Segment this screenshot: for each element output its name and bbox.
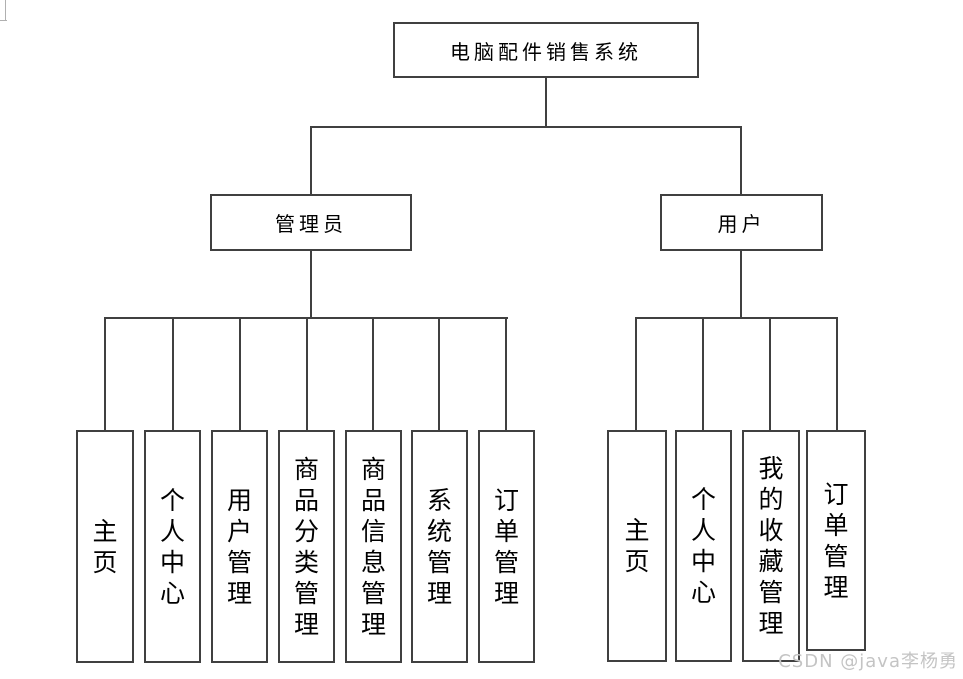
- connector-user-bus: [635, 317, 838, 319]
- leaf-admin-order-management: 订单管理: [478, 430, 535, 663]
- leaf-user-order-management: 订单管理: [806, 430, 866, 651]
- connector-admin-leaf-drop: [438, 317, 440, 430]
- node-root: 电脑配件销售系统: [393, 22, 699, 78]
- connector-admin-leaf-drop: [306, 317, 308, 430]
- leaf-label: 我的收藏管理: [758, 454, 784, 638]
- connector-admin-leaf-drop: [505, 317, 507, 430]
- connector-user-leaf-drop: [635, 317, 637, 430]
- connector-admin-riser: [310, 251, 312, 319]
- leaf-label: 主页: [92, 516, 118, 577]
- leaf-user-personal-center: 个人中心: [675, 430, 732, 662]
- connector-admin-leaf-drop: [372, 317, 374, 430]
- leaf-admin-personal-center: 个人中心: [144, 430, 201, 663]
- leaf-admin-user-management: 用户管理: [211, 430, 268, 663]
- leaf-user-home: 主页: [607, 430, 667, 662]
- connector-user-leaf-drop: [702, 317, 704, 430]
- leaf-label: 商品信息管理: [360, 454, 386, 639]
- connector-admin-leaf-drop: [239, 317, 241, 430]
- leaf-label: 商品分类管理: [293, 454, 319, 639]
- leaf-label: 个人中心: [159, 485, 185, 608]
- connector-user-drop: [740, 126, 742, 194]
- leaf-label: 用户管理: [226, 485, 252, 608]
- connector-user-leaf-drop: [769, 317, 771, 430]
- page-corner-mark: [5, 0, 6, 20]
- leaf-user-favorites-management: 我的收藏管理: [742, 430, 800, 662]
- connector-admin-drop: [310, 126, 312, 194]
- connector-user-leaf-drop: [836, 317, 838, 430]
- connector-root-riser: [545, 78, 547, 127]
- connector-admin-leaf-drop: [172, 317, 174, 430]
- leaf-admin-system-management: 系统管理: [411, 430, 468, 663]
- page-corner-mark: [0, 20, 7, 21]
- leaf-label: 系统管理: [426, 485, 452, 608]
- leaf-admin-product-info-management: 商品信息管理: [345, 430, 402, 663]
- node-root-label: 电脑配件销售系统: [450, 39, 642, 64]
- node-user: 用户: [660, 194, 823, 251]
- watermark-text: CSDN @java李杨勇: [778, 651, 958, 672]
- node-admin: 管理员: [210, 194, 412, 251]
- leaf-label: 订单管理: [823, 479, 849, 602]
- connector-level2-bus: [310, 126, 742, 128]
- leaf-label: 主页: [624, 516, 650, 576]
- leaf-label: 个人中心: [690, 485, 716, 607]
- node-admin-label: 管理员: [275, 212, 347, 236]
- connector-user-riser: [740, 251, 742, 319]
- leaf-admin-product-category-management: 商品分类管理: [278, 430, 335, 663]
- leaf-label: 订单管理: [493, 485, 519, 608]
- node-user-label: 用户: [717, 212, 766, 236]
- leaf-admin-home: 主页: [76, 430, 134, 663]
- connector-admin-leaf-drop: [104, 317, 106, 430]
